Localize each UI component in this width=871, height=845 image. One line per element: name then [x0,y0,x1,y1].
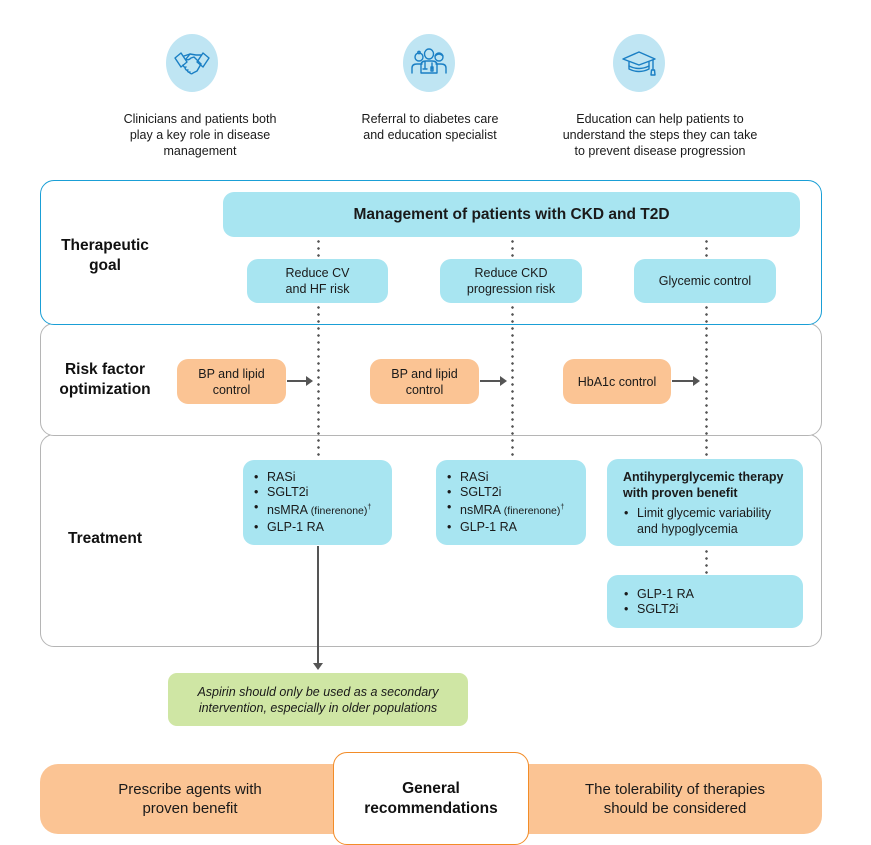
list-item: SGLT2i [623,602,694,617]
connector-title-ckd [511,238,514,260]
handshake-icon [174,52,210,75]
intro-caption-education: Education can help patients to understan… [562,112,758,158]
list-item: RASi [446,470,564,485]
management-title: Management of patients with CKD and T2D [353,205,670,223]
recommendation-tolerability: The tolerability of therapies should be … [584,781,766,817]
antihyperglycemic-title: Antihyperglycemic therapy with proven be… [623,469,784,500]
connector-cv-column [317,304,320,459]
intro-caption-clinicians: Clinicians and patients both play a key … [123,112,277,158]
intro-caption-referral: Referral to diabetes care and education … [361,112,499,142]
connector-title-glycemic [705,238,708,260]
arrow-hba1c [672,376,700,386]
treatment-ckd-list: RASi SGLT2i nsMRA (finerenone)† GLP-1 RA [446,470,564,534]
treatment-cv-box: RASi SGLT2i nsMRA (finerenone)† GLP-1 RA [243,460,392,545]
therapeutic-goal-label: Therapeutic goal [61,237,149,274]
arrow-to-aspirin [313,546,323,670]
graduation-cap-icon [622,51,656,76]
list-item: nsMRA (finerenone)† [253,500,371,519]
list-item: GLP-1 RA [446,520,564,535]
recommendation-proven-benefit: Prescribe agents with proven benefit [118,781,262,817]
arrow-bp-lipid-ckd [480,376,507,386]
risk-hba1c: HbA1c control [563,359,671,404]
glycemic-agents-list: GLP-1 RA SGLT2i [623,587,694,617]
connector-ckd-column [511,304,514,459]
list-item: GLP-1 RA [253,520,371,535]
list-item: GLP-1 RA [623,587,694,602]
care-team-icon [411,48,447,74]
list-item: RASi [253,470,371,485]
management-title-box: Management of patients with CKD and T2D [223,192,800,237]
connector-glycemic-agents [705,548,708,575]
care-team-icon-circle [403,34,455,92]
list-item: SGLT2i [446,485,564,500]
arrow-bp-lipid-cv [287,376,313,386]
treatment-glycemic-box: Antihyperglycemic therapy with proven be… [607,459,803,546]
list-item: SGLT2i [253,485,371,500]
treatment-cv-list: RASi SGLT2i nsMRA (finerenone)† GLP-1 RA [253,470,371,534]
treatment-glycemic-agents-box: GLP-1 RA SGLT2i [607,575,803,628]
aspirin-note-box: Aspirin should only be used as a seconda… [168,673,468,726]
connector-title-cv [317,238,320,260]
connector-glycemic-column [705,304,708,459]
list-item: nsMRA (finerenone)† [446,500,564,519]
goal-glycemic-control: Glycemic control [634,259,776,303]
graduation-cap-icon-circle [613,34,665,92]
treatment-label: Treatment [67,530,143,547]
treatment-ckd-box: RASi SGLT2i nsMRA (finerenone)† GLP-1 RA [436,460,586,545]
handshake-icon-circle [166,34,218,92]
risk-factor-label: Risk factor optimization [59,361,151,398]
